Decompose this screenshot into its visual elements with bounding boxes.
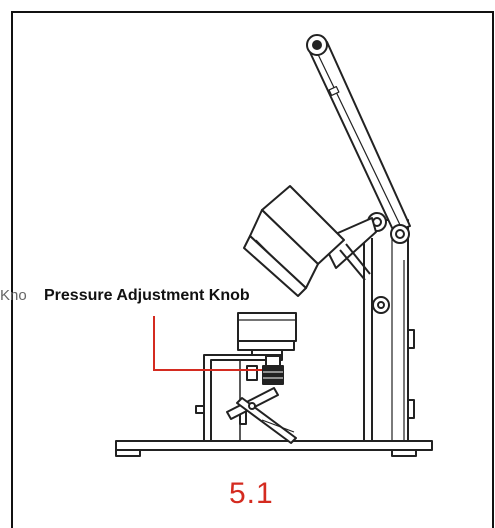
lower-platen: [237, 312, 297, 356]
handle-lever: [306, 34, 411, 233]
pressure-knob: [246, 355, 284, 385]
linkage-arm: [321, 217, 377, 281]
clipped-text-fragment: Kno: [0, 287, 27, 304]
figure-frame: [11, 11, 494, 528]
heat-head: [243, 185, 345, 297]
main-column: [363, 219, 415, 442]
base-plate: [115, 440, 433, 457]
callout-leader: [153, 316, 262, 371]
pressure-knob-label: Pressure Adjustment Knob: [43, 286, 251, 306]
scissor-linkage: [226, 387, 297, 444]
figure-number: 5.1: [229, 477, 274, 510]
